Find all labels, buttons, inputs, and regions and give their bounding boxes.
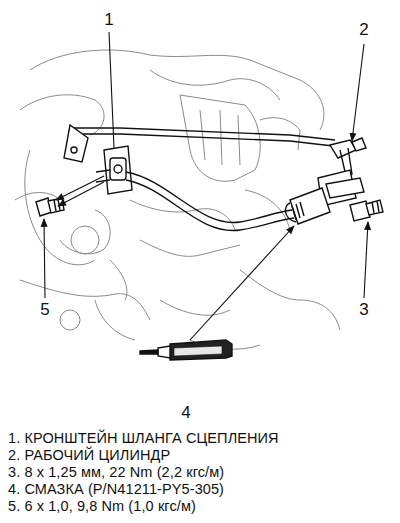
callout-number: 2 (359, 20, 368, 40)
parts-list-item: 1. КРОНШТЕЙН ШЛАНГА СЦЕПЛЕНИЯ (8, 430, 279, 446)
clutch-hose (126, 172, 294, 231)
parts-list-item: 3. 8 x 1,25 мм, 22 Nm (2,2 кгс/м) (8, 464, 224, 480)
bolt (36, 198, 64, 216)
callout-number: 5 (40, 300, 49, 320)
callout-number: 1 (104, 10, 113, 30)
bolt (350, 200, 383, 221)
grease-tube (140, 340, 232, 360)
parts-list-item: 4. СМАЗКА (P/N41211-PY5-305) (8, 481, 224, 497)
hose-bracket (96, 146, 132, 194)
callout-number: 3 (359, 300, 368, 320)
leader-lines (44, 32, 368, 340)
engine-background (15, 50, 340, 349)
parts-list-item: 2. РАБОЧИЙ ЦИЛИНДР (8, 447, 170, 463)
parts-list-item: 5. 6 x 1,0, 9,8 Nm (1,0 кгс/м) (8, 498, 196, 514)
callout-number: 4 (181, 403, 190, 423)
